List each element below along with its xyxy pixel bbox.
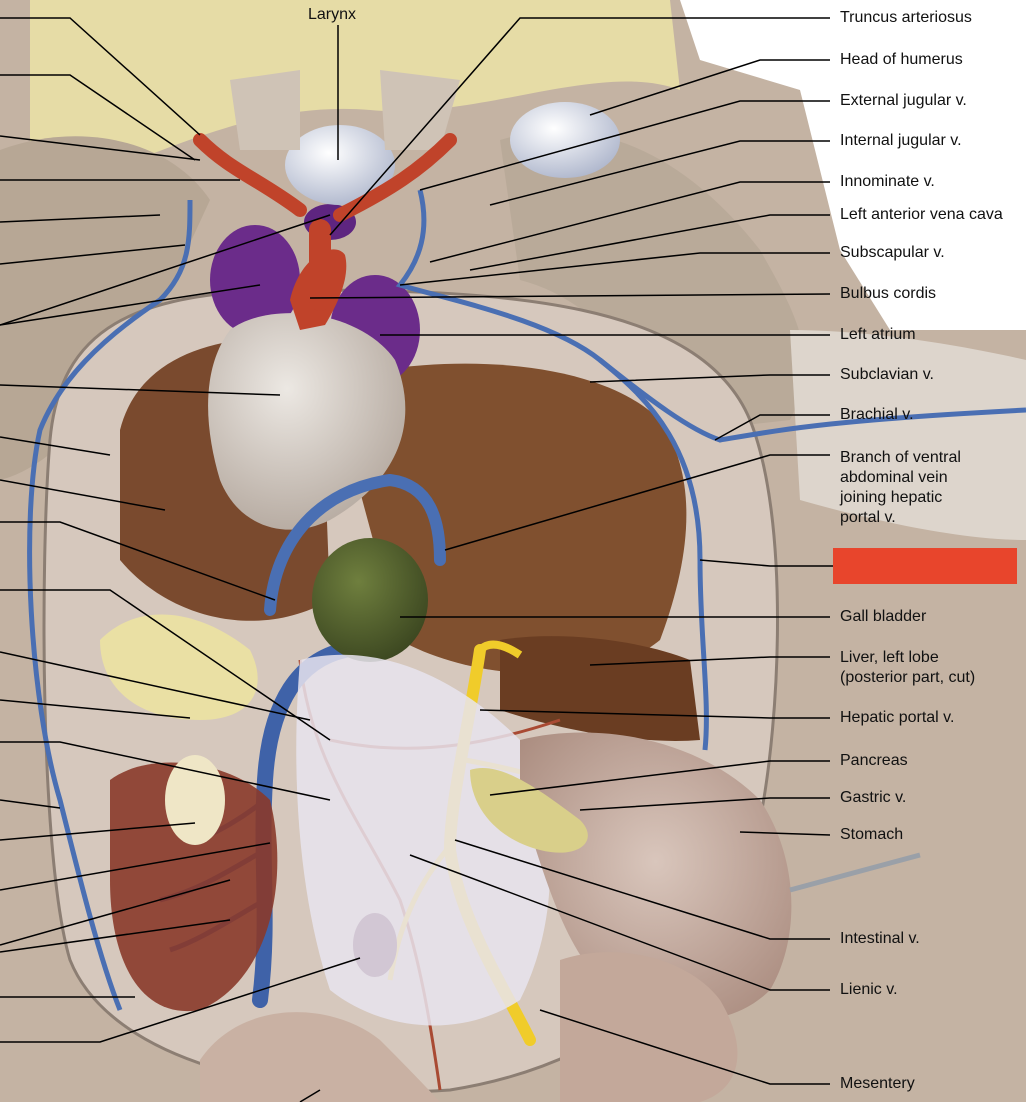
larynx-shape — [285, 125, 395, 205]
label-gastric: Gastric v. — [840, 789, 907, 806]
fat-body — [100, 614, 258, 720]
probe — [789, 852, 921, 893]
label-larynx: Larynx — [308, 6, 357, 23]
label-subscapular: Subscapular v. — [840, 244, 945, 261]
label-hepatic-portal: Hepatic portal v. — [840, 709, 955, 726]
label-subclavian: Subclavian v. — [840, 366, 934, 383]
label-left-anterior-vena-cava: Left anterior vena cava — [840, 206, 1003, 223]
label-bulbus-cordis: Bulbus cordis — [840, 285, 937, 302]
label-internal-jugular: Internal jugular v. — [840, 132, 962, 149]
throat-muscle — [230, 70, 300, 150]
label-lienic: Lienic v. — [840, 981, 898, 998]
label-mesentery: Mesentery — [840, 1075, 915, 1092]
label-pancreas: Pancreas — [840, 752, 908, 769]
kidney — [110, 762, 278, 1012]
intestine-2 — [560, 952, 738, 1102]
label-head-of-humerus: Head of humerus — [840, 51, 963, 68]
label-liver-left-lobe: Liver, left lobe (posterior part, cut) — [840, 648, 1025, 688]
label-external-jugular: External jugular v. — [840, 92, 967, 109]
label-intestinal: Intestinal v. — [840, 930, 920, 947]
brachial-vein — [598, 358, 1026, 443]
mesentery-shape — [296, 654, 550, 1026]
label-truncus-arteriosus: Truncus arteriosus — [840, 9, 972, 26]
ventricle — [208, 313, 406, 530]
gall-bladder-shape — [312, 538, 428, 662]
aortic-arch-left — [193, 133, 307, 217]
vein-left-main — [27, 199, 193, 1011]
portal-branch-3 — [477, 640, 523, 659]
label-line: Branch of ventral — [840, 449, 961, 466]
label-stomach: Stomach — [840, 826, 904, 843]
stomach-shape — [520, 732, 792, 1020]
pancreas-shape — [470, 768, 588, 853]
right-atrium — [210, 225, 300, 335]
hidden-label-box — [833, 548, 1017, 584]
label-line: Liver, left lobe — [840, 649, 939, 666]
humerus-head — [510, 102, 620, 178]
forelimb — [790, 330, 1026, 540]
label-brachial: Brachial v. — [840, 406, 914, 423]
label-line: (posterior part, cut) — [840, 669, 976, 686]
throat-muscle-right — [380, 70, 460, 150]
muscle-right — [500, 131, 805, 431]
label-line: portal v. — [840, 509, 896, 526]
adrenal-body — [165, 755, 225, 845]
label-left-atrium: Left atrium — [840, 326, 916, 343]
label-gall-bladder: Gall bladder — [840, 608, 927, 625]
intestine — [200, 1012, 440, 1102]
leader-lines — [0, 17, 833, 1102]
ventral-abdominal-vein — [264, 473, 446, 616]
label-line: abdominal vein — [840, 469, 948, 486]
label-innominate: Innominate v. — [840, 173, 935, 190]
label-line: joining hepatic — [840, 489, 943, 506]
aortic-arch-right — [333, 133, 457, 222]
throat-skin — [30, 0, 680, 200]
label-branch-ventral-abdominal: Branch of ventral abdominal vein joining… — [840, 448, 1025, 528]
